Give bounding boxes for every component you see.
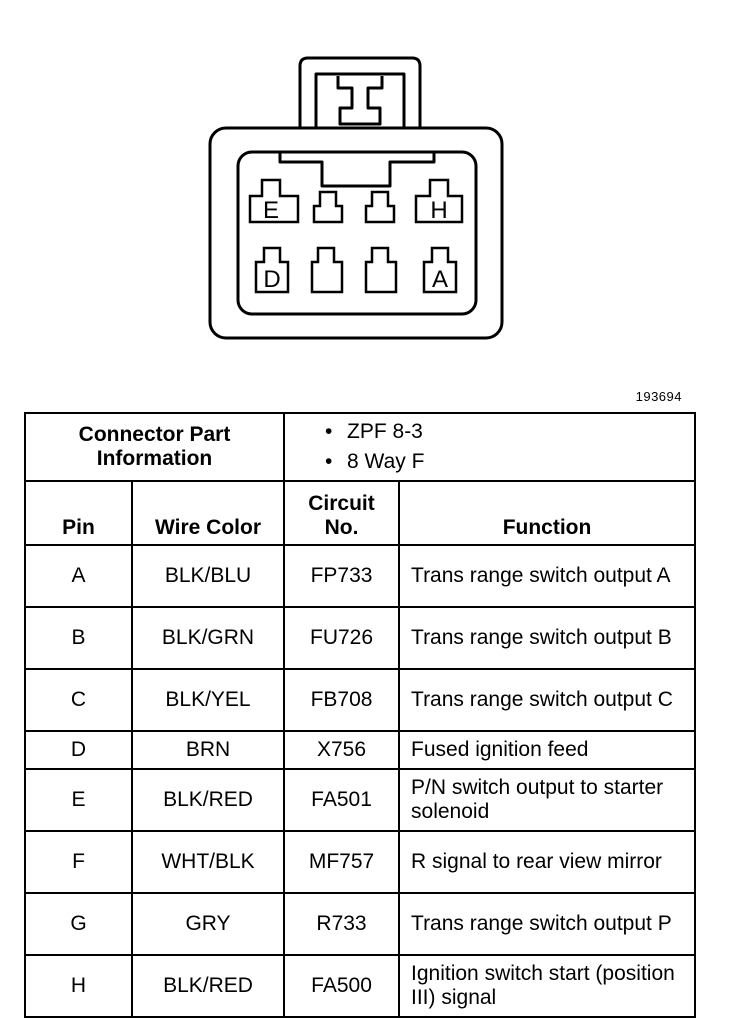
terminal-H: [414, 178, 464, 224]
cell-function: Fused ignition feed: [398, 730, 697, 770]
cell-pin: E: [24, 768, 133, 832]
cell-circuit: FA500: [283, 954, 401, 1018]
cell-wire-color: BRN: [130, 730, 286, 770]
part-info-label: Connector Part Information: [23, 412, 286, 482]
cell-pin: H: [24, 954, 133, 1018]
cell-function: P/N switch output to starter solenoid: [398, 768, 697, 832]
cavity-area: [236, 150, 478, 316]
pin-label-H: H: [430, 197, 447, 224]
cell-pin: A: [24, 544, 133, 608]
part-info-item: •ZPF 8-3: [325, 420, 423, 443]
cell-circuit: FU726: [283, 606, 401, 670]
cell-circuit: FP733: [283, 544, 401, 608]
cell-circuit: FB708: [283, 668, 401, 732]
header-circuit-no: Circuit No.: [283, 480, 401, 546]
pin-label-D: D: [263, 266, 280, 293]
terminal-D: [254, 246, 290, 294]
terminal-bottom-3: [364, 246, 398, 294]
table-row: A BLK/BLU FP733 Trans range switch outpu…: [24, 544, 697, 608]
part-info-item: •8 Way F: [325, 450, 425, 473]
cell-pin: D: [24, 730, 133, 770]
table-row: D BRN X756 Fused ignition feed: [24, 730, 697, 770]
connector-body: [208, 126, 504, 340]
table-row: E BLK/RED FA501 P/N switch output to sta…: [24, 768, 697, 832]
header-function: Function: [398, 480, 697, 546]
terminal-E: [248, 178, 300, 224]
connector-latch: [298, 56, 422, 128]
part-info-label-text: Connector Part Information: [78, 423, 231, 470]
table-row: G GRY R733 Trans range switch output P: [24, 892, 697, 956]
cell-pin: C: [24, 668, 133, 732]
cell-wire-color: BLK/GRN: [130, 606, 286, 670]
table-row: C BLK/YEL FB708 Trans range switch outpu…: [24, 668, 697, 732]
cell-function: Trans range switch output C: [398, 668, 697, 732]
pin-label-E: E: [263, 197, 279, 224]
terminal-A: [422, 246, 458, 294]
latch-inner: [314, 72, 406, 128]
cell-pin: F: [24, 830, 133, 894]
key-slot: [278, 152, 436, 188]
cell-circuit: MF757: [283, 830, 401, 894]
cell-circuit: X756: [283, 730, 401, 770]
table-row: H BLK/RED FA500 Ignition switch start (p…: [24, 954, 697, 1018]
terminal-bottom-2: [310, 246, 344, 294]
cell-circuit: R733: [283, 892, 401, 956]
connector-face-diagram: E H D A: [208, 56, 504, 340]
cell-function: R signal to rear view mirror: [398, 830, 697, 894]
header-pin: Pin: [24, 480, 133, 546]
cell-wire-color: GRY: [130, 892, 286, 956]
terminal-top-2: [312, 190, 344, 224]
table-row: F WHT/BLK MF757 R signal to rear view mi…: [24, 830, 697, 894]
figure-id: 193694: [635, 389, 682, 404]
cell-function: Trans range switch output B: [398, 606, 697, 670]
cell-function: Trans range switch output P: [398, 892, 697, 956]
table-row: B BLK/GRN FU726 Trans range switch outpu…: [24, 606, 697, 670]
cell-pin: G: [24, 892, 133, 956]
latch-tab: [336, 76, 384, 126]
cell-wire-color: BLK/YEL: [130, 668, 286, 732]
cell-function: Ignition switch start (position III) sig…: [398, 954, 697, 1018]
cell-wire-color: BLK/BLU: [130, 544, 286, 608]
terminal-top-3: [364, 190, 396, 224]
cell-wire-color: WHT/BLK: [130, 830, 286, 894]
cell-function: Trans range switch output A: [398, 544, 697, 608]
connector-pin-table: Connector Part Information •ZPF 8-3 •8 W…: [23, 412, 697, 1018]
header-wire-color: Wire Color: [130, 480, 286, 546]
pin-label-A: A: [432, 266, 448, 293]
cell-circuit: FA501: [283, 768, 401, 832]
cell-pin: B: [24, 606, 133, 670]
cell-wire-color: BLK/RED: [130, 954, 286, 1018]
cell-wire-color: BLK/RED: [130, 768, 286, 832]
part-info-items: •ZPF 8-3 •8 Way F: [283, 412, 697, 482]
